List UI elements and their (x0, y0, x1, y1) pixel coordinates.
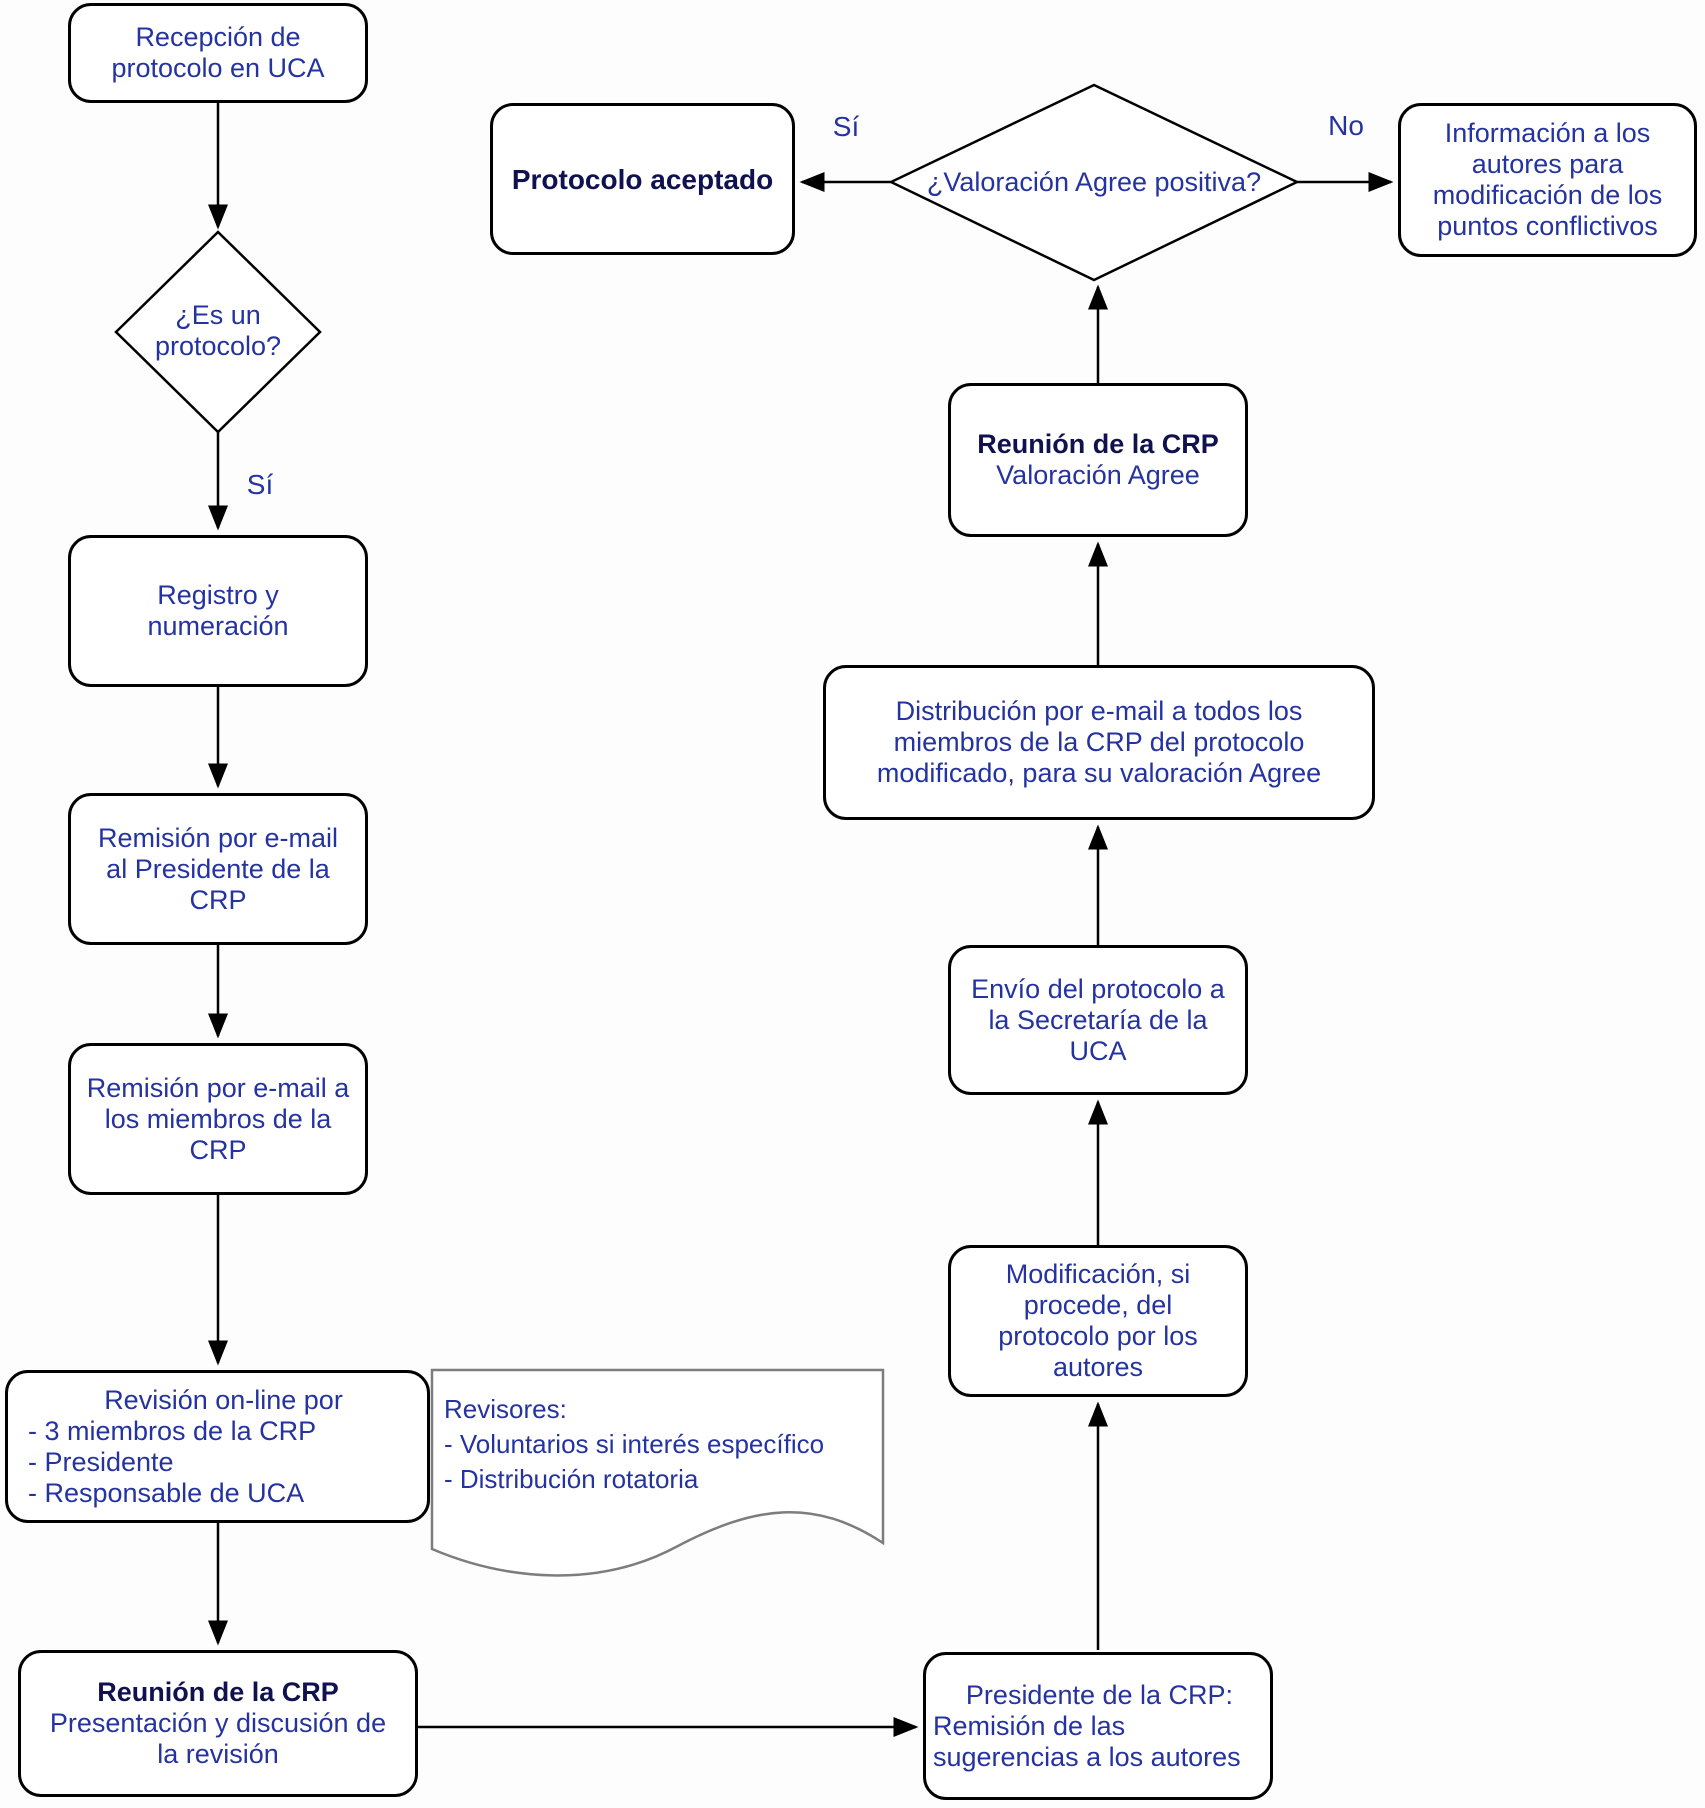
decision-es-protocolo-text: ¿Es un protocolo? (118, 300, 318, 362)
note-revisores-text: Revisores: - Voluntarios si interés espe… (444, 1392, 876, 1497)
process-modificacion-autores: Modificación, si procede, del protocolo … (948, 1245, 1248, 1397)
node-text-line: UCA (1069, 1035, 1127, 1066)
node-text-line: modificado, para su valoración Agree (876, 758, 1322, 788)
process-remision-presidente: Remisión por e-mail al Presidente de la … (68, 793, 368, 945)
process-informacion-autores: Información a los autores para modificac… (1398, 103, 1697, 257)
node-text-line: ¿Es un (175, 300, 261, 330)
node-text-line: al Presidente de la (106, 853, 330, 884)
process-distribucion-email: Distribución por e-mail a todos los miem… (823, 665, 1375, 820)
node-title: Revisión on-line por (104, 1384, 343, 1415)
node-text-line: Valoración Agree (996, 460, 1200, 490)
process-registro-numeracion: Registro y numeración (68, 535, 368, 687)
terminal-protocolo-aceptado: Protocolo aceptado (490, 103, 795, 255)
process-revision-online: Revisión on-line por - 3 miembros de la … (5, 1370, 430, 1523)
node-text-line: Información a los (1444, 118, 1651, 148)
node-text-line: sugerencias a los autores (933, 1741, 1241, 1772)
node-text-line: procede, del (1023, 1290, 1173, 1320)
node-list-item: - Presidente (28, 1446, 174, 1477)
node-text-line: Envío del protocolo a (971, 973, 1225, 1004)
node-text-line: Modificación, si (1005, 1259, 1191, 1289)
note-list-item: - Distribución rotatoria (444, 1464, 699, 1494)
node-text-line: Remisión por e-mail a (86, 1072, 350, 1103)
node-text-line: Recepción de (135, 22, 301, 52)
node-text-line: Presentación y discusión de (49, 1708, 387, 1738)
node-text-line: Remisión por e-mail (97, 822, 339, 853)
node-text-line: la Secretaría de la (988, 1004, 1208, 1035)
note-title: Revisores: (444, 1394, 567, 1424)
node-text-line: modificación de los (1432, 180, 1663, 210)
process-recepcion-protocolo: Recepción de protocolo en UCA (68, 3, 368, 103)
node-text-line: protocolo en UCA (111, 53, 325, 83)
node-text-line: autores (1052, 1352, 1144, 1382)
branch-label-si-accept: Sí (832, 111, 860, 142)
node-text-line: protocolo? (154, 331, 282, 361)
node-text-line: Protocolo aceptado (511, 163, 774, 195)
branch-label-no: No (1328, 110, 1364, 141)
node-text-line: ¿Valoración Agree positiva? (926, 167, 1262, 197)
node-text-line: CRP (189, 1134, 247, 1165)
process-reunion-valoracion: Reunión de la CRP Valoración Agree (948, 383, 1248, 537)
decision-valoracion-diamond (888, 83, 1300, 282)
node-text-line: puntos conflictivos (1437, 211, 1658, 241)
process-envio-secretaria: Envío del protocolo a la Secretaría de l… (948, 945, 1248, 1095)
node-text-line: miembros de la CRP del protocolo (893, 727, 1305, 757)
node-title: Presidente de la CRP: (965, 1679, 1234, 1710)
node-title: Reunión de la CRP (97, 1677, 339, 1707)
note-list-item: - Voluntarios si interés específico (444, 1429, 825, 1459)
node-text-line: la revisión (157, 1739, 279, 1769)
process-reunion-presentacion: Reunión de la CRP Presentación y discusi… (18, 1650, 418, 1797)
node-text-line: Distribución por e-mail a todos los (895, 696, 1303, 726)
node-text-line: numeración (147, 611, 289, 641)
node-text-line: CRP (189, 884, 247, 915)
node-text-line: protocolo por los (998, 1321, 1198, 1351)
node-list-item: - Responsable de UCA (28, 1477, 305, 1508)
node-text-line: Registro y (157, 580, 279, 610)
process-remision-miembros: Remisión por e-mail a los miembros de la… (68, 1043, 368, 1195)
node-text-line: autores para (1471, 149, 1624, 179)
node-text-line: los miembros de la (104, 1103, 332, 1134)
node-list-item: - 3 miembros de la CRP (28, 1415, 317, 1446)
node-text-line: Remisión de las (933, 1710, 1126, 1741)
decision-valoracion-text: ¿Valoración Agree positiva? (899, 167, 1289, 198)
node-title: Reunión de la CRP (977, 429, 1219, 459)
note-revisores-shape (430, 1368, 885, 1577)
branch-label-si: Sí (246, 469, 274, 500)
process-presidente-remision: Presidente de la CRP: Remisión de las su… (923, 1652, 1273, 1800)
